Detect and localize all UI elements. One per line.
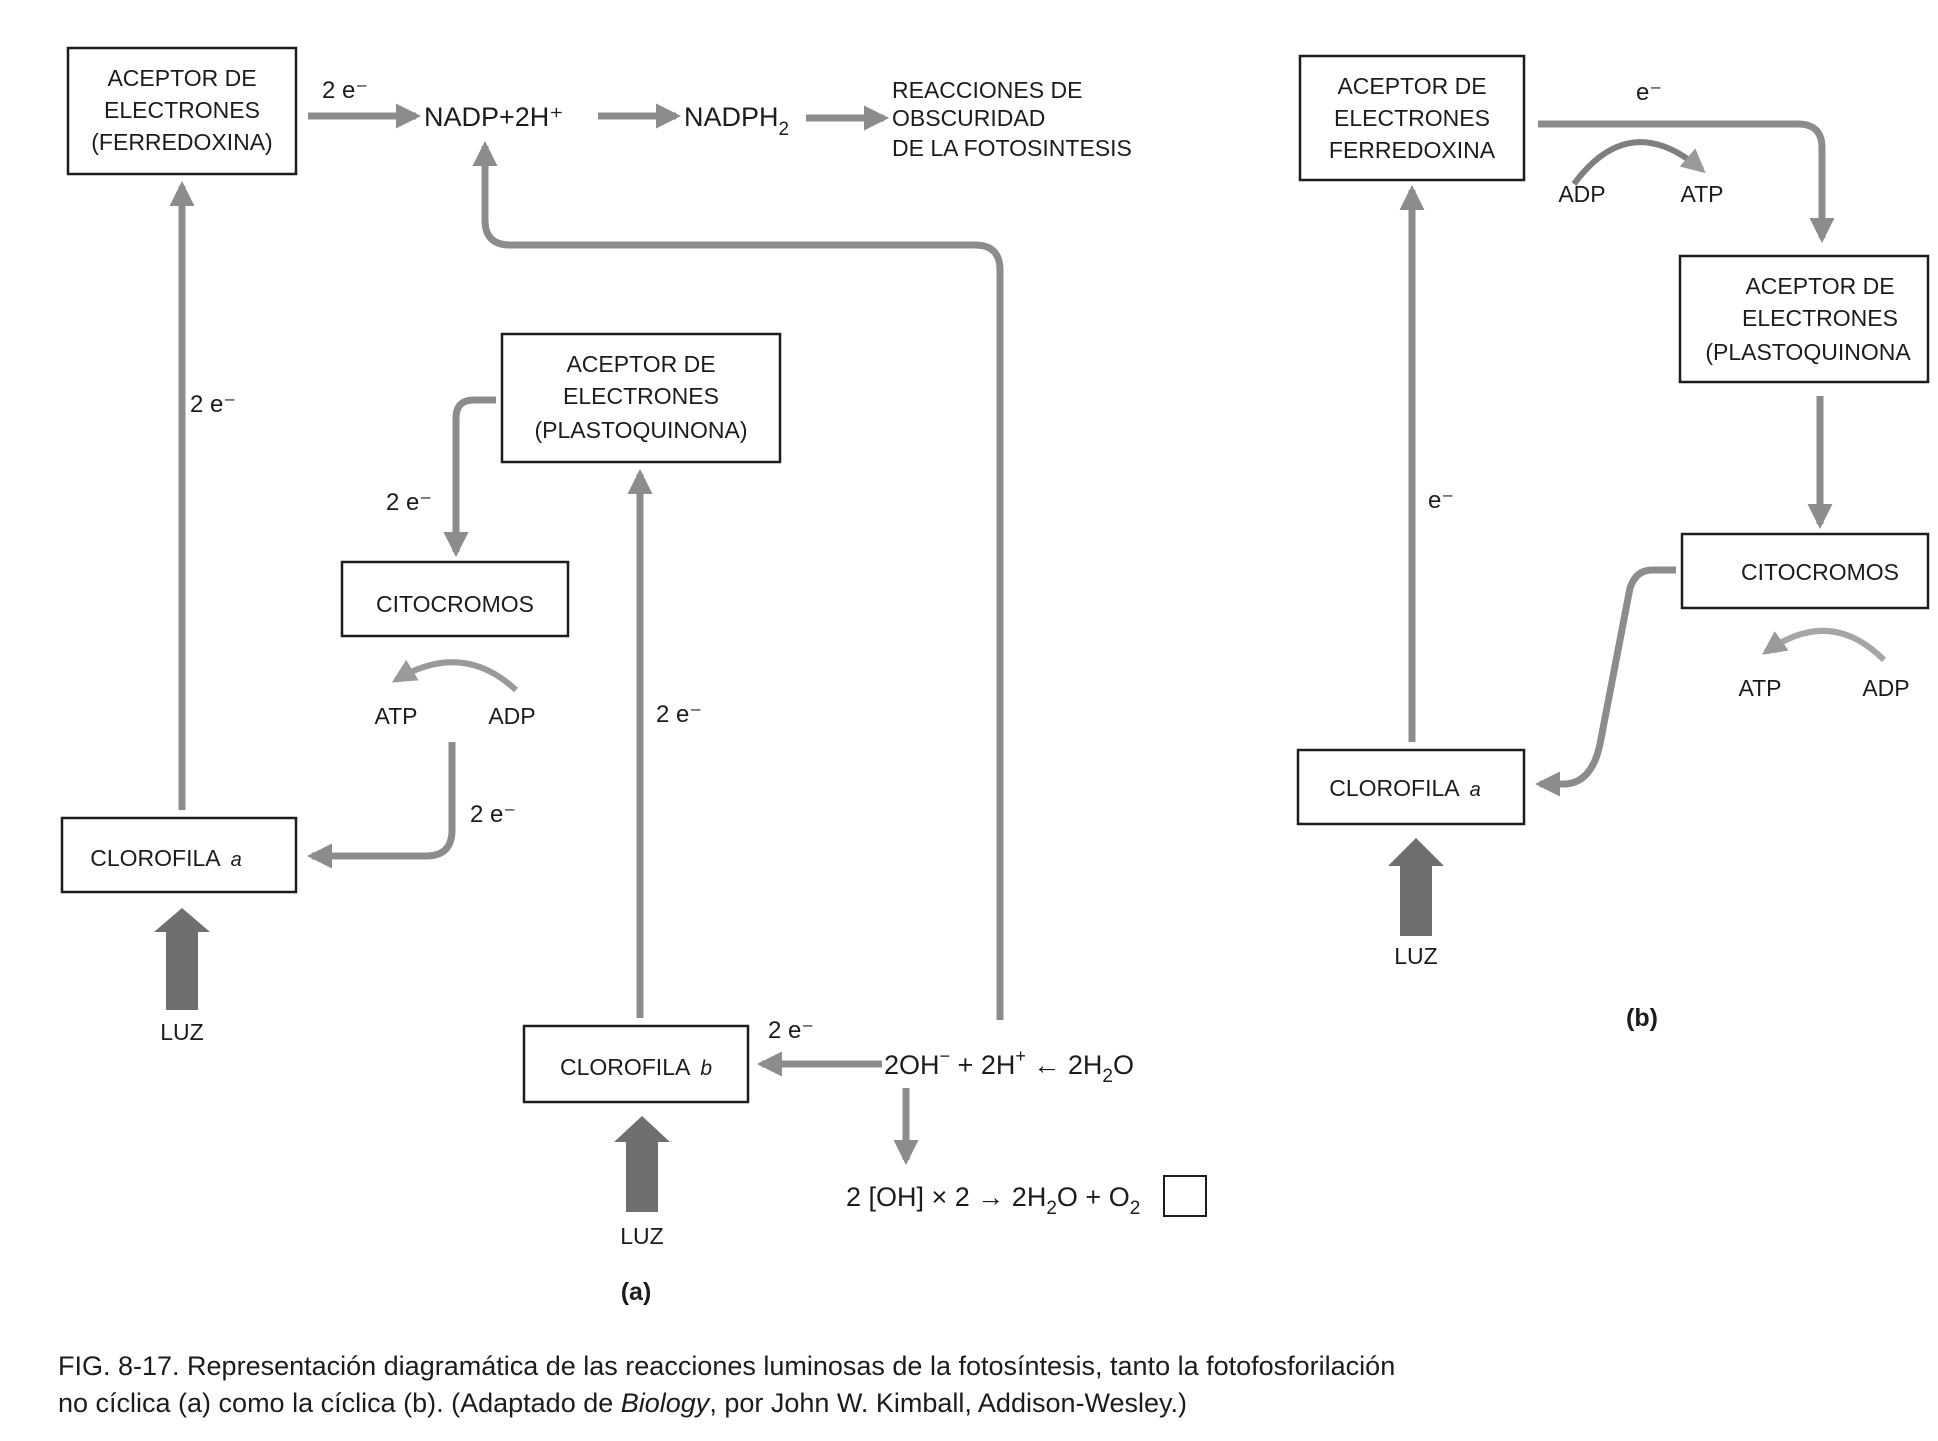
nadp-label: NADP+2H⁺: [424, 102, 564, 132]
electron-label-top-b: e⁻: [1636, 79, 1662, 106]
luz-label-b: LUZ: [1394, 943, 1437, 969]
caption-line-1: FIG. 8-17. Representación diagramática d…: [58, 1351, 1396, 1381]
panel-b-label: (b): [1626, 1004, 1658, 1032]
luz-label-mid: LUZ: [620, 1223, 663, 1249]
book-title: Biology: [620, 1388, 710, 1418]
light-arrow-mid: [614, 1116, 670, 1212]
electron-label-top: 2 e⁻: [322, 77, 368, 104]
svg-text:CITOCROMOS: CITOCROMOS: [1741, 559, 1899, 585]
ferredoxina-a-line1: ACEPTOR DE: [107, 65, 256, 91]
svg-text:ACEPTOR DE: ACEPTOR DE: [1745, 273, 1894, 299]
electron-label-water: 2 e⁻: [768, 1017, 814, 1044]
svg-text:ELECTRONES: ELECTRONES: [563, 383, 719, 409]
panel-a-label: (a): [621, 1278, 652, 1306]
electron-label-mid: 2 e⁻: [656, 701, 702, 728]
electron-label-cito: 2 e⁻: [470, 801, 516, 828]
oh-equation: 2 [OH] × 2 → 2H2O + O2: [846, 1182, 1140, 1219]
arrow-plasto-to-cito: [443, 396, 496, 558]
atp-bottom-b: ATP: [1738, 675, 1781, 701]
citocromos-box-b: CITOCROMOS: [1680, 532, 1930, 610]
figure-caption: FIG. 8-17. Representación diagramática d…: [58, 1348, 1918, 1422]
arrow-adp-to-atp-b-top: [1571, 139, 1706, 186]
arrow-cito-to-chla: [306, 742, 456, 869]
light-arrow-left: [154, 908, 210, 1010]
water-equation: 2OH− + 2H+ ← 2H2O: [884, 1046, 1134, 1087]
ferredoxina-acceptor-box-a: ACEPTOR DE ELECTRONES (FERREDOXINA): [66, 46, 298, 176]
arrow-water-to-nadp: [472, 140, 1004, 1020]
svg-text:ACEPTOR DE: ACEPTOR DE: [1337, 73, 1486, 99]
dark-reactions-label: REACCIONES DE OBSCURIDAD DE LA FOTOSINTE…: [892, 77, 1132, 161]
plastoquinona-acceptor-box-b: ACEPTOR DE ELECTRONES (PLASTOQUINONA: [1678, 254, 1930, 384]
svg-text:FERREDOXINA: FERREDOXINA: [1329, 137, 1496, 163]
light-arrow-b: [1388, 838, 1444, 936]
oxygen-boxed: O: [1109, 1182, 1130, 1212]
svg-text:(PLASTOQUINONA): (PLASTOQUINONA): [535, 417, 748, 443]
ferredoxina-a-line2: ELECTRONES: [104, 97, 260, 123]
svg-text:CITOCROMOS: CITOCROMOS: [376, 591, 534, 617]
electron-label-left: 2 e⁻: [190, 391, 236, 418]
atp-top-b: ATP: [1680, 181, 1723, 207]
svg-text:ELECTRONES: ELECTRONES: [1334, 105, 1490, 131]
svg-text:(PLASTOQUINONA: (PLASTOQUINONA: [1705, 339, 1911, 365]
plastoquinona-acceptor-box-a: ACEPTOR DE ELECTRONES (PLASTOQUINONA): [500, 332, 782, 464]
svg-text:REACCIONES DE: REACCIONES DE: [892, 77, 1082, 103]
svg-text:ELECTRONES: ELECTRONES: [1742, 305, 1898, 331]
svg-text:DE LA FOTOSINTESIS: DE LA FOTOSINTESIS: [892, 135, 1132, 161]
electron-label-left-b: e⁻: [1428, 487, 1454, 514]
arrow-adp-to-atp-b-bottom: [1762, 628, 1887, 663]
arrow-cito-to-chla-b: [1534, 566, 1676, 797]
luz-label-left: LUZ: [160, 1019, 203, 1045]
arrow-ferredoxina-to-plasto-b: [1538, 120, 1835, 244]
arrow-adp-to-atp-a: [391, 659, 519, 693]
ferredoxina-acceptor-box-b: ACEPTOR DE ELECTRONES FERREDOXINA: [1298, 54, 1526, 182]
adp-top-b: ADP: [1558, 181, 1605, 207]
svg-text:OBSCURIDAD: OBSCURIDAD: [892, 105, 1045, 131]
svg-text:ACEPTOR DE: ACEPTOR DE: [566, 351, 715, 377]
atp-label-a: ATP: [374, 703, 417, 729]
electron-label-plasto: 2 e⁻: [386, 489, 432, 516]
caption-line-2: no cíclica (a) como la cíclica (b). (Ada…: [58, 1388, 1188, 1418]
ferredoxina-a-line3: (FERREDOXINA): [91, 129, 272, 155]
adp-label-a: ADP: [488, 703, 535, 729]
adp-bottom-b: ADP: [1862, 675, 1909, 701]
oxygen-box-frame: [1163, 1175, 1207, 1217]
nadph-label: NADPH2: [684, 102, 789, 140]
citocromos-box-a: CITOCROMOS: [340, 560, 570, 638]
